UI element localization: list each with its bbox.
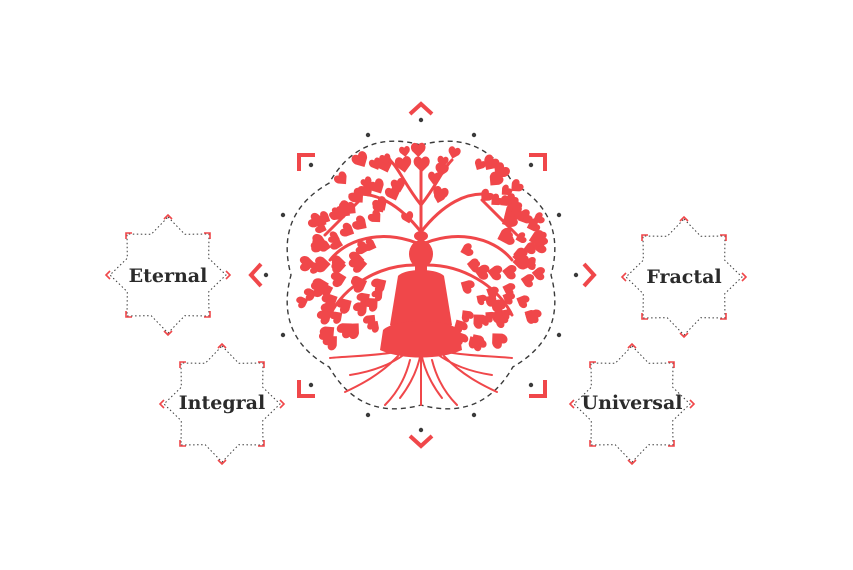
corner-bracket-bottom-right-icon — [529, 380, 547, 398]
corner-bracket-top-right-icon — [529, 153, 547, 171]
corner-bracket-top-left-icon — [297, 153, 315, 171]
corner-bracket-bottom-left-icon — [297, 380, 315, 398]
corner-bracket-icon — [258, 440, 265, 447]
frame-dot — [280, 212, 286, 218]
leaf — [501, 263, 517, 280]
chevron-icon — [627, 459, 637, 466]
chevron-icon — [158, 399, 165, 409]
leaf — [513, 292, 531, 310]
chevron-icon — [217, 459, 227, 466]
chevron-icon — [679, 332, 689, 339]
buddha-silhouette — [380, 231, 462, 358]
chevron-down-icon — [408, 434, 434, 449]
chevron-icon — [627, 342, 637, 349]
leaf — [410, 142, 426, 158]
star-outline — [625, 218, 743, 336]
chevron-left-icon — [248, 262, 263, 288]
chevron-icon — [163, 330, 173, 337]
leaf — [315, 256, 330, 271]
frame-dot — [528, 162, 534, 168]
chevron-icon — [104, 270, 111, 280]
star-outline — [109, 216, 227, 334]
corner-bracket-icon — [720, 234, 727, 241]
chevron-icon — [279, 399, 286, 409]
leaf — [486, 327, 510, 351]
chevron-icon — [225, 270, 232, 280]
star-markers — [620, 215, 748, 339]
leaf — [458, 242, 475, 259]
node-universal: Universal — [568, 342, 696, 466]
leaf — [398, 145, 411, 158]
frame-dot — [280, 332, 286, 338]
corner-bracket-icon — [179, 361, 186, 368]
frame-dot — [418, 117, 424, 123]
buddha-under-bodhi-tree-icon — [295, 142, 549, 406]
chevron-icon — [741, 272, 748, 282]
leaf — [349, 149, 372, 171]
corner-bracket-icon — [179, 440, 186, 447]
leaf — [332, 169, 352, 189]
frame-dot — [471, 132, 477, 138]
chevron-icon — [163, 213, 173, 220]
chevron-icon — [568, 399, 575, 409]
chevron-icon — [689, 399, 696, 409]
frame-dot — [528, 382, 534, 388]
corner-bracket-icon — [641, 234, 648, 241]
frame-dot — [573, 272, 579, 278]
star-outline — [573, 345, 691, 463]
node-fractal: Fractal — [620, 215, 748, 339]
chevron-icon — [217, 342, 227, 349]
frame-dot — [365, 132, 371, 138]
chevron-right-icon — [582, 262, 597, 288]
frame-dot — [365, 412, 371, 418]
corner-bracket-icon — [204, 232, 211, 239]
corner-bracket-icon — [125, 311, 132, 318]
frame-dot — [308, 382, 314, 388]
star-markers — [158, 342, 286, 466]
frame-dot — [418, 427, 424, 433]
node-label-eternal: Eternal — [129, 265, 208, 287]
chevron-icon — [679, 215, 689, 222]
corner-bracket-icon — [668, 440, 675, 447]
leaf — [446, 145, 462, 161]
frame-dot — [556, 332, 562, 338]
node-label-universal: Universal — [582, 392, 683, 414]
star-markers — [568, 342, 696, 466]
corner-bracket-icon — [204, 311, 211, 318]
node-integral: Integral — [158, 342, 286, 466]
leaf — [413, 156, 430, 173]
node-label-integral: Integral — [179, 392, 265, 414]
frame-dot — [556, 212, 562, 218]
center-dot-markers — [263, 117, 579, 433]
frame-dot — [308, 162, 314, 168]
leaf — [473, 291, 489, 307]
chevron-up-icon — [408, 101, 434, 116]
leaf — [457, 276, 477, 296]
tree-roots — [329, 351, 513, 406]
leaf — [331, 258, 347, 274]
corner-bracket-icon — [125, 232, 132, 239]
corner-bracket-icon — [720, 313, 727, 320]
node-eternal: Eternal — [104, 213, 232, 337]
corner-bracket-icon — [258, 361, 265, 368]
star-markers — [104, 213, 232, 337]
corner-bracket-icon — [589, 440, 596, 447]
chevron-icon — [620, 272, 627, 282]
corner-bracket-icon — [641, 313, 648, 320]
corner-bracket-icon — [668, 361, 675, 368]
leaf — [519, 272, 535, 289]
leaf — [350, 213, 371, 235]
star-outline — [163, 345, 281, 463]
frame-dot — [471, 412, 477, 418]
corner-bracket-icon — [589, 361, 596, 368]
node-label-fractal: Fractal — [646, 266, 721, 288]
frame-dot — [263, 272, 269, 278]
leaf — [486, 264, 503, 281]
